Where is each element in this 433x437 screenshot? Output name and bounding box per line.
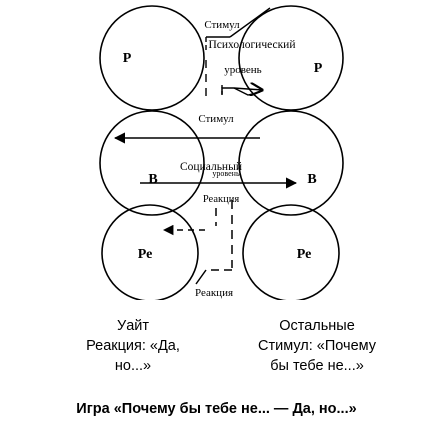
caption-others-line3: бы тебе не...» [270, 358, 364, 374]
right-child-circle [242, 204, 340, 300]
stimulus-mid-label: Стимул [198, 113, 234, 125]
reaction-bottom-label: Реакция [195, 287, 233, 299]
psych-arrow-to-right-parent [221, 88, 262, 95]
reaction-mid-label: Реакция [203, 194, 239, 205]
caption-others-line2: Стимул: «Почему [257, 338, 377, 354]
caption-others: Остальные Стимул: «Почему бы тебе не...» [222, 316, 412, 376]
caption-others-line1: Остальные [279, 318, 355, 334]
caption-white-line3: но...» [114, 358, 152, 374]
left-child-circle [101, 204, 199, 300]
caption-white-line1: Уайт [116, 318, 150, 334]
left-ego-states [99, 5, 205, 300]
right-parent-circle [238, 5, 344, 111]
left-adult-circle [99, 110, 205, 216]
left-parent-label: Р [123, 51, 132, 66]
psych-stimulus-top [205, 7, 271, 100]
right-parent-label: Р [314, 61, 323, 76]
left-child-label: Ре [138, 247, 153, 262]
social-level-label-line1: Социальный [180, 161, 242, 173]
left-parent-circle [99, 5, 205, 111]
right-adult-circle [238, 110, 344, 216]
right-ego-states [238, 5, 344, 300]
right-child-label: Ре [297, 247, 312, 262]
caption-white-line2: Реакция: «Да, [86, 338, 180, 354]
psych-level-label-line1: Психологический [208, 39, 295, 51]
right-adult-label: В [307, 172, 316, 187]
social-level-label-line2: уровень [212, 169, 240, 178]
figure-title: Игра «Почему бы тебе не... — Да, но...» [76, 401, 357, 417]
transaction-diagram: Р Р В В Ре Ре Стимул Психологический уро… [99, 5, 344, 300]
left-adult-label: В [148, 172, 157, 187]
caption-white: Уайт Реакция: «Да, но...» [58, 316, 208, 376]
psych-level-label-line2: уровень [224, 64, 261, 76]
psych-reaction-lines [195, 200, 233, 285]
stimulus-top-label: Стимул [204, 19, 240, 31]
